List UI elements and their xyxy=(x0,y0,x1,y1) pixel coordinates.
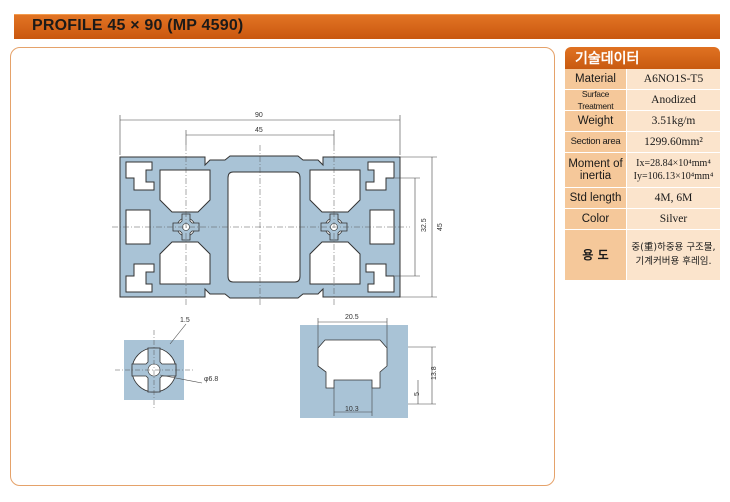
dim-width-half: 45 xyxy=(255,127,263,134)
spec-header: 기술데이터 xyxy=(565,47,720,69)
inertia-ix: Ix=28.84×10⁴mm⁴ xyxy=(636,158,711,169)
spec-row-material: Material A6NO1S-T5 xyxy=(565,69,720,90)
spec-row-usage: 용 도 중(重)하중용 구조물, 기계커버용 후레임. xyxy=(565,230,720,281)
spec-label: Color xyxy=(565,209,627,229)
spec-label: Material xyxy=(565,69,627,89)
spec-value: 3.51kg/m xyxy=(651,114,696,127)
spec-row-section-area: Section area 1299.60mm² xyxy=(565,132,720,153)
dim-height-inner: 32.5 xyxy=(421,218,428,232)
usage-line2: 기계커버용 후레임. xyxy=(635,256,712,267)
spec-label: Surface Treatment xyxy=(565,89,627,111)
spec-label: Section area xyxy=(565,132,627,152)
drawing-frame xyxy=(10,47,555,486)
spec-row-inertia: Moment of inertia Ix=28.84×10⁴mm⁴ Iy=106… xyxy=(565,153,720,188)
spec-label: Weight xyxy=(565,111,627,131)
spec-value: Silver xyxy=(659,212,688,225)
spec-label: Std length xyxy=(565,188,627,208)
core-detail: 1.5 φ6.8 xyxy=(115,317,218,410)
dim-height-total: 45 xyxy=(437,223,444,231)
spec-row-length: Std length 4M, 6M xyxy=(565,188,720,209)
inertia-iy: Iy=106.13×10⁴mm⁴ xyxy=(633,171,714,182)
title-bar: PROFILE 45 × 90 (MP 4590) xyxy=(14,14,720,39)
page-title: PROFILE 45 × 90 (MP 4590) xyxy=(32,17,244,34)
spec-row-color: Color Silver xyxy=(565,209,720,230)
usage-line1: 중(重)하중용 구조물, xyxy=(631,242,716,253)
slot-detail: 20.5 10.3 13.8 5 xyxy=(300,314,438,418)
dim-slot-lip: 5 xyxy=(414,392,421,396)
spec-value: 1299.60mm² xyxy=(644,135,703,148)
dim-slot-width: 20.5 xyxy=(345,314,359,321)
spec-table: 기술데이터 Material A6NO1S-T5 Surface Treatme… xyxy=(565,47,720,281)
spec-label: Moment of inertia xyxy=(565,153,627,187)
profile-drawing: 90 45 32.5 45 1.5 φ6.8 xyxy=(112,112,444,418)
spec-value: 4M, 6M xyxy=(654,191,693,204)
spec-value: Anodized xyxy=(651,93,696,106)
dim-width-total: 90 xyxy=(255,112,263,119)
spec-row-weight: Weight 3.51kg/m xyxy=(565,111,720,132)
spec-value: A6NO1S-T5 xyxy=(643,72,704,85)
spec-value: 중(重)하중용 구조물, 기계커버용 후레임. xyxy=(627,230,720,280)
dim-slot-depth: 13.8 xyxy=(431,366,438,380)
dim-slot-opening: 10.3 xyxy=(345,406,359,413)
spec-label: 용 도 xyxy=(565,230,627,280)
spec-value: Ix=28.84×10⁴mm⁴ Iy=106.13×10⁴mm⁴ xyxy=(627,153,720,187)
dim-slot-open: 1.5 xyxy=(180,317,190,324)
dim-core-dia: φ6.8 xyxy=(204,376,218,383)
spec-row-surface: Surface Treatment Anodized xyxy=(565,89,720,111)
